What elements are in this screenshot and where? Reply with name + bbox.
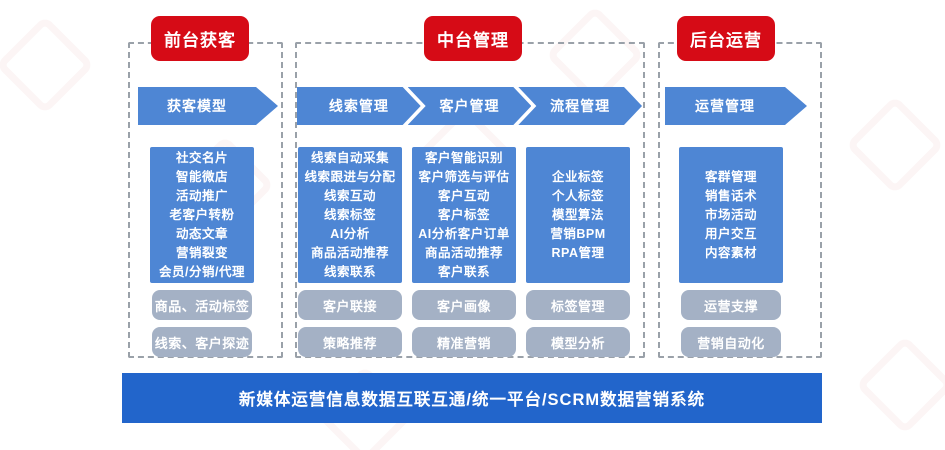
arrow-lead-management: 线索管理: [297, 87, 421, 125]
arrow-label: 客户管理: [439, 98, 500, 114]
badge-backend-operations: 后台运营: [677, 16, 775, 61]
pill-model-analysis: 模型分析: [526, 327, 630, 357]
pill-label: 客户联接: [322, 298, 377, 314]
pill-label: 营销自动化: [697, 335, 765, 351]
watermark: [0, 15, 95, 115]
arrow-label: 流程管理: [550, 98, 611, 114]
arrow-customer-management: 客户管理: [408, 87, 532, 125]
feature-item: 商品活动推荐: [424, 245, 503, 260]
feature-item: RPA管理: [551, 245, 605, 260]
arrow-label: 运营管理: [695, 98, 755, 114]
arrow-label: 获客模型: [167, 98, 227, 114]
pill-marketing-automation: 营销自动化: [681, 327, 781, 357]
pill-lead-customer-tracking: 线索、客户探迹: [152, 327, 252, 357]
feature-item: 线索互动: [323, 188, 376, 203]
feature-item: 个人标签: [551, 188, 604, 203]
pill-customer-profile: 客户画像: [412, 290, 516, 320]
pill-label: 运营支撑: [703, 298, 758, 314]
watermark: [845, 95, 945, 195]
feature-item: 线索标签: [323, 207, 376, 222]
arrow-process-management: 流程管理: [518, 87, 642, 125]
feature-box-leads: 线索自动采集 线索跟进与分配 线索互动 线索标签 AI分析 商品活动推荐 线索联…: [298, 147, 402, 283]
feature-item: 智能微店: [175, 169, 228, 184]
pill-customer-connection: 客户联接: [298, 290, 402, 320]
banner-label: 新媒体运营信息数据互联互通/统一平台/SCRM数据营销系统: [238, 391, 706, 409]
pill-strategy-recommendation: 策略推荐: [298, 327, 402, 357]
pill-tag-management: 标签管理: [526, 290, 630, 320]
pill-label: 线索、客户探迹: [154, 335, 250, 351]
feature-item: 动态文章: [175, 226, 228, 241]
feature-item: 客户互动: [437, 188, 490, 203]
badge-label: 前台获客: [164, 31, 236, 50]
feature-item: 客户智能识别: [424, 150, 503, 165]
watermark: [855, 335, 945, 435]
feature-item: 营销裂变: [175, 245, 228, 260]
feature-item: 线索联系: [323, 264, 376, 279]
feature-item: 老客户转粉: [169, 207, 235, 222]
pill-label: 策略推荐: [322, 335, 377, 351]
feature-item: 社交名片: [175, 150, 228, 165]
feature-item: 商品活动推荐: [310, 245, 389, 260]
pill-label: 模型分析: [550, 335, 605, 351]
badge-frontend-acquisition: 前台获客: [151, 16, 249, 61]
feature-item: 市场活动: [704, 207, 757, 222]
feature-item: 客群管理: [704, 169, 757, 184]
feature-item: 内容素材: [704, 245, 757, 260]
badge-label: 中台管理: [437, 31, 509, 50]
feature-item: 企业标签: [551, 169, 604, 184]
feature-box-frontend: 社交名片 智能微店 活动推广 老客户转粉 动态文章 营销裂变 会员/分销/代理: [150, 147, 254, 283]
pill-product-activity-tags: 商品、活动标签: [152, 290, 252, 320]
pill-label: 客户画像: [436, 298, 491, 314]
feature-item: 客户标签: [437, 207, 490, 222]
feature-item: 模型算法: [551, 207, 604, 222]
feature-item: 线索跟进与分配: [304, 169, 396, 184]
pill-precision-marketing: 精准营销: [412, 327, 516, 357]
feature-box-customers: 客户智能识别 客户筛选与评估 客户互动 客户标签 AI分析客户订单 商品活动推荐…: [412, 147, 516, 283]
pill-label: 标签管理: [550, 298, 605, 314]
feature-box-process: 企业标签 个人标签 模型算法 营销BPM RPA管理: [526, 147, 630, 283]
arrow-strip-middleware: 线索管理 客户管理 流程管理: [297, 87, 642, 125]
pill-operations-support: 运营支撑: [681, 290, 781, 320]
feature-item: 销售话术: [704, 188, 757, 203]
feature-item: 客户联系: [437, 264, 490, 279]
feature-item: 线索自动采集: [310, 150, 389, 165]
feature-box-backend: 客群管理 销售话术 市场活动 用户交互 内容素材: [679, 147, 783, 283]
feature-item: 会员/分销/代理: [159, 264, 245, 279]
arrow-label: 线索管理: [328, 98, 389, 114]
feature-item: 客户筛选与评估: [418, 169, 510, 184]
feature-item: 用户交互: [704, 226, 757, 241]
pill-label: 商品、活动标签: [154, 298, 250, 314]
feature-item: AI分析客户订单: [418, 226, 510, 241]
feature-item: 营销BPM: [550, 226, 606, 241]
badge-label: 后台运营: [690, 31, 762, 50]
pill-label: 精准营销: [436, 335, 491, 351]
arrow-operations-management: 运营管理: [665, 87, 807, 125]
badge-middleware-management: 中台管理: [424, 16, 522, 61]
feature-item: AI分析: [330, 226, 370, 241]
platform-banner: 新媒体运营信息数据互联互通/统一平台/SCRM数据营销系统: [122, 373, 822, 423]
feature-item: 活动推广: [175, 188, 228, 203]
arrow-acquisition-model: 获客模型: [138, 87, 278, 125]
